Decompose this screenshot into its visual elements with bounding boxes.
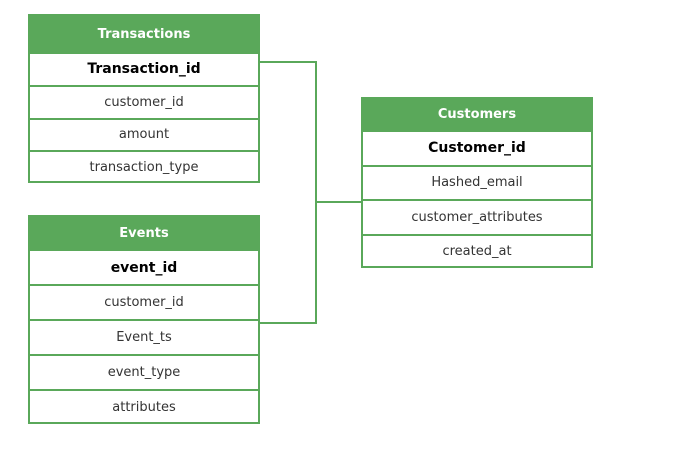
primary-key-field: Customer_id	[363, 130, 591, 165]
events-table: Events event_id customer_id Event_ts eve…	[28, 215, 260, 424]
field-row: customer_id	[30, 284, 258, 319]
field-row: amount	[30, 117, 258, 151]
primary-key-field: Transaction_id	[30, 52, 258, 85]
customers-table: Customers Customer_id Hashed_email custo…	[361, 97, 593, 268]
transactions-table: Transactions Transaction_id customer_id …	[28, 14, 260, 183]
field-row: Hashed_email	[363, 164, 591, 200]
field-row: attributes	[30, 389, 258, 424]
primary-key-field: event_id	[30, 249, 258, 284]
field-row: customer_id	[30, 84, 258, 118]
field-row: customer_attributes	[363, 199, 591, 234]
field-row: event_type	[30, 354, 258, 389]
connector-transactions-customers	[260, 61, 361, 203]
field-row: Event_ts	[30, 319, 258, 354]
field-row: transaction_type	[30, 150, 258, 183]
connector-events-customers	[260, 202, 317, 324]
table-header-customers: Customers	[363, 99, 591, 130]
table-header-events: Events	[30, 217, 258, 249]
table-header-transactions: Transactions	[30, 16, 258, 52]
field-row: created_at	[363, 233, 591, 269]
